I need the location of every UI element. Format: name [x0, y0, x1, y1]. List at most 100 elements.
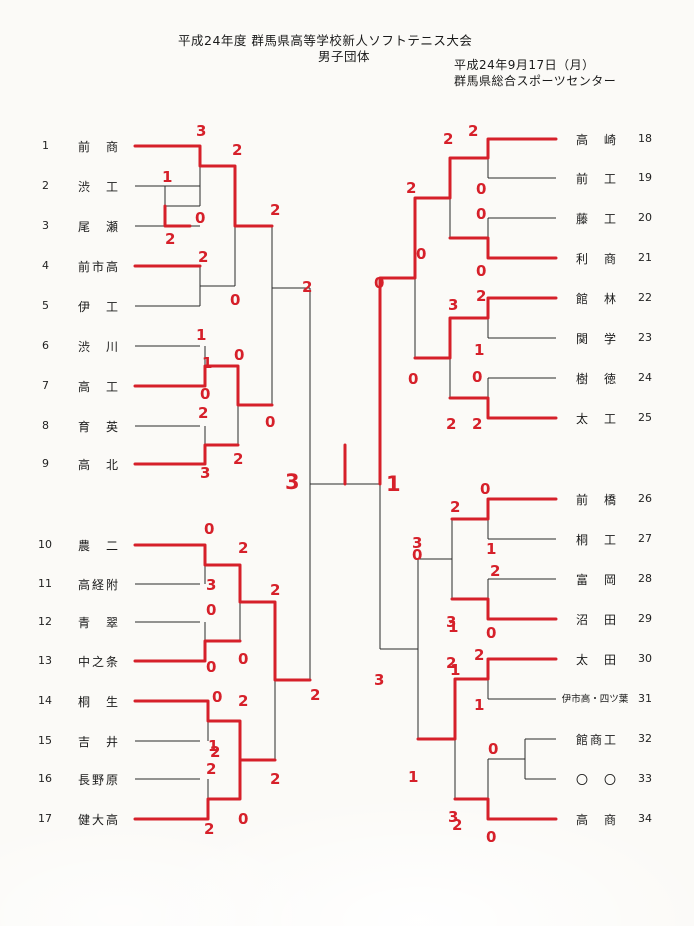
handwritten-score: 2 [468, 122, 479, 140]
event-venue: 群馬県総合スポーツセンター [454, 74, 617, 88]
bracket-line [133, 699, 242, 762]
team-name: 前 橋 [575, 493, 618, 507]
handwritten-score: 2 [270, 581, 281, 599]
team-name: 伊市高・四ツ葉 [561, 694, 629, 705]
tournament-title: 平成24年度 群馬県高等学校新人ソフトテニス大会 [178, 33, 473, 48]
bracket-line [378, 137, 558, 486]
handwritten-score: 2 [476, 287, 487, 305]
team-number: 25 [638, 411, 652, 424]
handwritten-score: 2 [198, 404, 209, 422]
team-number: 30 [638, 652, 652, 665]
team-number: 20 [638, 211, 652, 224]
team-number: 2 [42, 179, 49, 192]
team-name: 高 商 [575, 813, 618, 827]
handwritten-score: 0 [204, 520, 215, 538]
team-number: 18 [638, 132, 652, 145]
handwritten-score: 3 [446, 613, 457, 631]
team-name: 長野原 [77, 773, 120, 787]
handwritten-score: 0 [206, 658, 217, 676]
team-number: 5 [42, 299, 49, 312]
handwritten-score: 0 [265, 413, 276, 431]
handwritten-score: 0 [486, 624, 497, 642]
handwritten-score: 1 [202, 354, 213, 372]
bracket-line [133, 144, 274, 228]
handwritten-score: 1 [386, 472, 401, 496]
team-name: 前 商 [77, 140, 120, 154]
team-number: 3 [42, 219, 49, 232]
team-number: 31 [638, 692, 652, 705]
team-number: 8 [42, 419, 49, 432]
team-number: 14 [38, 694, 52, 707]
team-number: 21 [638, 251, 652, 264]
team-name: 農 二 [77, 539, 120, 553]
handwritten-score: 3 [374, 671, 385, 689]
bracket-line [448, 236, 558, 260]
bracket-line [133, 364, 274, 407]
team-name: 関 学 [575, 332, 618, 346]
handwritten-score: 0 [408, 370, 419, 388]
handwritten-score: 3 [206, 576, 217, 594]
team-number: 32 [638, 732, 652, 745]
team-number: 19 [638, 171, 652, 184]
handwritten-score: 2 [452, 816, 463, 834]
handwritten-score: 0 [238, 650, 249, 668]
handwritten-score: 2 [206, 760, 217, 778]
bracket-line [416, 657, 558, 741]
team-number: 15 [38, 734, 52, 747]
bracket-line [448, 396, 558, 420]
handwritten-score: 0 [488, 740, 499, 758]
handwritten-score: 2 [238, 539, 249, 557]
handwritten-score: 2 [490, 562, 501, 580]
team-name: 〇 〇 [575, 773, 618, 787]
handwritten-score: 0 [476, 180, 487, 198]
handwritten-score: 0 [416, 245, 427, 263]
team-number: 26 [638, 492, 652, 505]
bracket-line [133, 543, 312, 682]
handwritten-score: 2 [446, 415, 457, 433]
handwritten-score: 0 [230, 291, 241, 309]
team-number: 27 [638, 532, 652, 545]
bracket-line [413, 296, 558, 360]
bracket-line [450, 497, 558, 521]
event-subtitle: 男子団体 [318, 49, 371, 64]
team-name: 前市高 [77, 260, 120, 274]
team-name: 高 崎 [575, 133, 618, 147]
handwritten-score: 0 [374, 274, 385, 292]
team-name: 太 田 [575, 653, 618, 667]
handwritten-score: 2 [474, 646, 485, 664]
bracket-line [133, 639, 242, 663]
bracket-line [133, 443, 240, 466]
team-number: 22 [638, 291, 652, 304]
team-number: 9 [42, 457, 49, 470]
handwritten-score: 3 [285, 470, 300, 494]
bracket-line [163, 204, 192, 228]
team-name: 館商工 [575, 733, 618, 747]
team-name: 樹 徳 [575, 372, 618, 386]
handwritten-score: 2 [232, 141, 243, 159]
team-name: 育 英 [77, 420, 120, 434]
team-name: 青 翠 [77, 616, 120, 630]
handwritten-score: 0 [212, 688, 223, 706]
handwritten-score: 2 [446, 654, 457, 672]
handwritten-score: 1 [474, 696, 485, 714]
team-number: 1 [42, 139, 49, 152]
team-name: 太 工 [575, 412, 618, 426]
team-name: 吉 井 [77, 735, 120, 749]
handwritten-score: 2 [270, 201, 281, 219]
team-number: 6 [42, 339, 49, 352]
team-number: 29 [638, 612, 652, 625]
team-name: 利 商 [575, 252, 618, 266]
handwritten-score: 3 [196, 122, 207, 140]
team-number: 12 [38, 615, 52, 628]
team-name: 渋 川 [77, 340, 120, 354]
handwritten-score: 3 [200, 464, 211, 482]
handwritten-score: 2 [450, 498, 461, 516]
handwritten-score: 2 [310, 686, 321, 704]
team-number: 24 [638, 371, 652, 384]
team-name: 富 岡 [575, 573, 618, 587]
handwritten-score: 0 [234, 346, 245, 364]
handwritten-score: 0 [486, 828, 497, 846]
event-date: 平成24年9月17日（月） [454, 58, 595, 72]
handwritten-score: 2 [472, 415, 483, 433]
team-name: 健大高 [77, 813, 120, 827]
